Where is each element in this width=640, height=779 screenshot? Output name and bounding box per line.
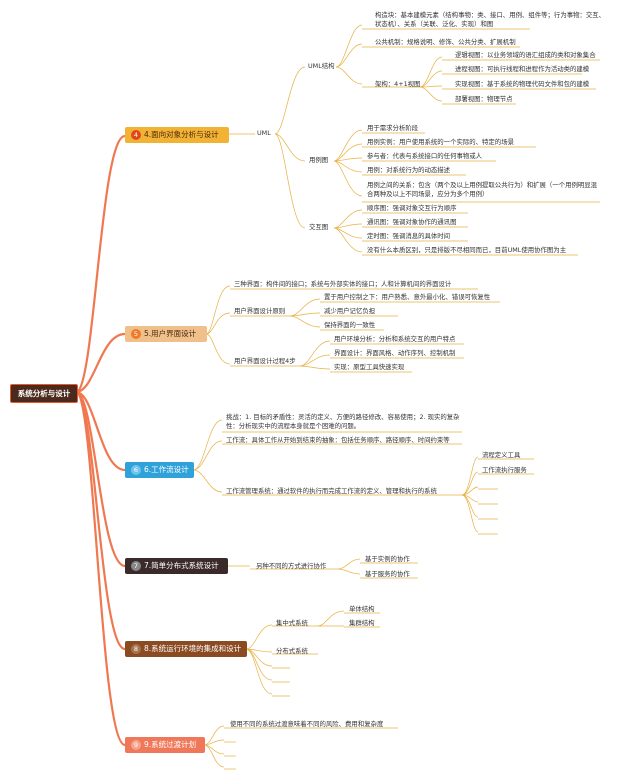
branch-8-label: 8.系统运行环境的集成和设计 — [144, 644, 242, 653]
ui-principles-node[interactable]: 用户界面设计原则 — [234, 307, 286, 315]
central-system-node[interactable]: 集中式系统 — [276, 619, 308, 627]
ui-process-node[interactable]: 用户界面设计过程4步 — [234, 357, 296, 365]
struct-item-building-blocks[interactable]: 构造块：基本建模元素（结构事物：类、接口、用例、组件等；行为事物：交互、状态机）… — [375, 11, 606, 28]
interaction-item-3[interactable]: 没有什么本质区别，只是排版不尽相同而已，目前UML使用协作图为主 — [367, 246, 567, 254]
system-item-0[interactable]: 流程定义工具 — [482, 451, 521, 459]
system-item-1[interactable]: 工作流执行服务 — [482, 466, 527, 474]
uml-structure-node[interactable]: UML结构 — [308, 62, 335, 70]
interaction-item-0[interactable]: 顺序图：强调对象交互行为顺序 — [367, 204, 457, 212]
branch-8-badge: 8 — [131, 644, 141, 654]
process-item-0[interactable]: 用户环境分析：分析和系统交互的用户特点 — [334, 335, 456, 343]
three-interfaces[interactable]: 三种界面：构件间的接口；系统与外部实体的接口；人和计算机间的界面设计 — [234, 280, 452, 288]
branch-9-label: 9.系统过渡计划 — [144, 740, 197, 749]
usecase-node[interactable]: 用例图 — [309, 156, 329, 164]
view-process[interactable]: 进程视图：可执行线程和进程作为活动类的建模 — [455, 65, 590, 73]
uml-node[interactable]: UML — [257, 129, 271, 137]
branch-6-badge: 6 — [131, 465, 141, 475]
process-item-2[interactable]: 实现：原型工具快速实现 — [334, 363, 405, 371]
process-item-1[interactable]: 界面设计：界面风格、动作序列、控制机制 — [334, 349, 456, 357]
principle-item-0[interactable]: 置于用户控制之下：用户熟悉、意外最小化、错误可恢复性 — [324, 293, 491, 301]
interaction-item-1[interactable]: 通讯图：强调对象协作的通讯图 — [367, 218, 457, 226]
branch-9-badge: 9 — [131, 740, 141, 750]
principle-item-1[interactable]: 减少用户记忆负担 — [324, 307, 376, 315]
branch-7-label: 7.简单分布式系统设计 — [144, 561, 219, 570]
view-deployment[interactable]: 部署视图：物理节点 — [455, 95, 513, 103]
workflow-definition[interactable]: 工作流：具体工作从开始到结束的抽象：包括任务顺序、路径顺序、时间约束等 — [226, 436, 450, 444]
interaction-node[interactable]: 交互图 — [309, 223, 329, 231]
transition-note[interactable]: 使用不同的系统过渡意味着不同的风险、费用和复杂度 — [230, 720, 384, 728]
branch-6-label: 6.工作流设计 — [144, 465, 189, 474]
collab-item-0[interactable]: 基于实例的协作 — [365, 555, 410, 563]
usecase-item-1[interactable]: 用例实例：用户使用系统的一个实际的、特定的场景 — [367, 138, 514, 146]
central-item-1[interactable]: 集群结构 — [349, 619, 375, 627]
principle-item-2[interactable]: 保持界面的一致性 — [324, 321, 376, 329]
struct-item-common-mechanisms[interactable]: 公共机制：规格说明、修饰、公共分类、扩展机制 — [375, 38, 516, 46]
branch-5-label: 5.用户界面设计 — [144, 329, 197, 338]
distributed-system-node[interactable]: 分布式系统 — [276, 647, 308, 655]
collab-item-1[interactable]: 基于服务的协作 — [365, 570, 410, 578]
view-implementation[interactable]: 实现视图：基于系统的物理代码文件和包的建模 — [455, 80, 590, 88]
branch-7-badge: 7 — [131, 561, 141, 571]
usecase-item-2[interactable]: 参与者：代表与系统接口的任何事物或人 — [367, 152, 483, 160]
usecase-item-4[interactable]: 用例之间的关系：包含（两个及以上用例提取公共行为）和扩展（一个用例明显混合两种及… — [367, 181, 598, 198]
central-item-0[interactable]: 单体结构 — [349, 605, 375, 613]
struct-item-architecture[interactable]: 架构：4+1视图 — [375, 80, 421, 88]
workflow-challenge[interactable]: 挑战：1. 目标的矛盾性：灵活的定义、方便的路径修改、容易使用；2. 现实的复杂… — [226, 413, 460, 430]
root-node[interactable]: 系统分析与设计 — [10, 384, 78, 403]
branch-4-badge: 4 — [131, 130, 141, 140]
usecase-item-0[interactable]: 用于需求分析阶段 — [367, 124, 419, 132]
branch-4-label: 4.面向对象分析与设计 — [144, 130, 219, 139]
branch-5-badge: 5 — [131, 329, 141, 339]
workflow-mgmt-system[interactable]: 工作流管理系统：通过软件的执行而完成工作流的定义、管理和执行的系统 — [226, 487, 437, 495]
view-logical[interactable]: 逻辑视图：以业务领域的语汇组成的类和对象集合 — [455, 51, 596, 59]
interaction-item-2[interactable]: 定时图：强调消息的具体时间 — [367, 232, 451, 240]
usecase-item-3[interactable]: 用例：对系统行为的动态描述 — [367, 166, 451, 174]
collaboration-node[interactable]: 另种不同的方式进行协作 — [256, 562, 327, 570]
